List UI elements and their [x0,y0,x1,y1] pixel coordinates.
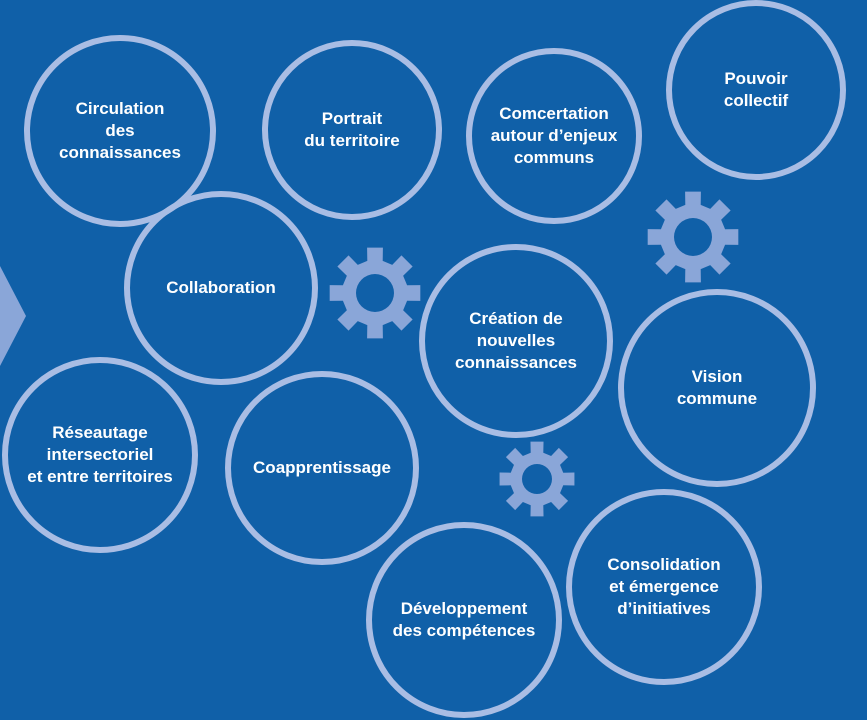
bubble-reseautage-intersectoriel: Réseautage intersectoriel et entre terri… [2,357,198,553]
bubble-collaboration: Collaboration [124,191,318,385]
bubble-coapprentissage: Coapprentissage [225,371,419,565]
triangle-arrow-icon [0,266,26,366]
bubble-concertation-autour-enjeux-communs: Comcertation autour d’enjeux communs [466,48,642,224]
bubble-label: Circulation des connaissances [59,98,181,163]
bubble-label: Développement des compétences [392,598,536,640]
gear-icon [647,191,739,283]
gear-icon [499,441,575,517]
gear-icon [329,247,421,339]
bubble-creation-nouvelles-connaissances: Création de nouvelles connaissances [419,244,613,438]
bubble-label: Réseautage intersectoriel et entre terri… [27,422,173,487]
bubble-label: Comcertation autour d’enjeux communs [490,103,618,168]
bubble-label: Portrait du territoire [304,108,400,150]
bubble-label: Vision commune [676,366,758,408]
bubble-portrait-du-territoire: Portrait du territoire [262,40,442,220]
bubble-label: Coapprentissage [253,457,391,477]
bubble-circulation-des-connaissances: Circulation des connaissances [24,35,216,227]
bubble-developpement-des-competences: Développement des compétences [366,522,562,718]
bubble-label: Consolidation et émergence d’initiatives [607,554,721,619]
bubble-vision-commune: Vision commune [618,289,816,487]
bubble-label: Pouvoir collectif [723,68,789,110]
bubble-consolidation-emergence-initiatives: Consolidation et émergence d’initiatives [566,489,762,685]
bubble-label: Collaboration [166,277,276,297]
bubble-pouvoir-collectif: Pouvoir collectif [666,0,846,180]
bubble-label: Création de nouvelles connaissances [455,308,577,373]
